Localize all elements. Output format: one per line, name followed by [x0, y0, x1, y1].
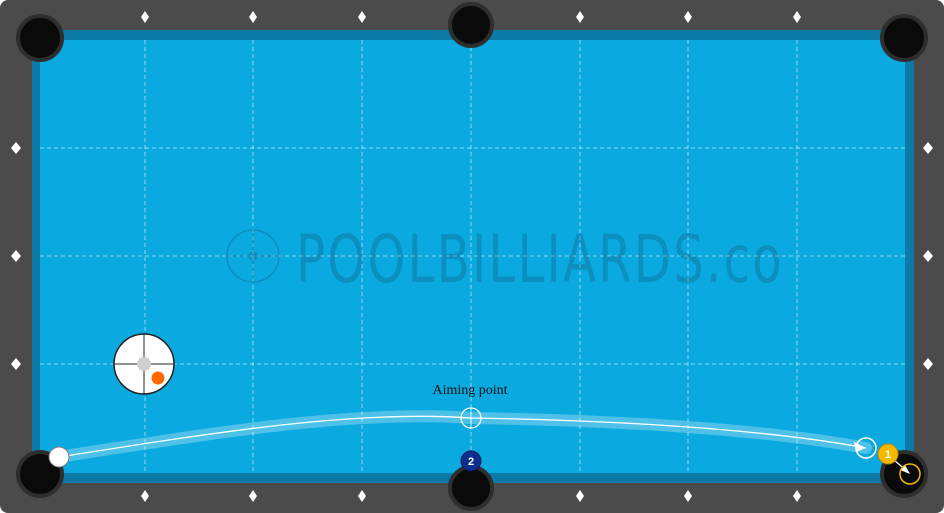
- ball-2-label: 2: [468, 456, 474, 468]
- diamond-icon: [11, 250, 21, 262]
- ball-1-pocketed-ghost: [899, 463, 921, 485]
- diamond-icon: [684, 11, 692, 23]
- watermark: POOLBILLIARDS.co: [225, 221, 784, 298]
- pocket-bottom-middle: [448, 465, 494, 511]
- pockets: [16, 2, 928, 511]
- cue-ball: [48, 446, 70, 468]
- diamond-icon: [793, 11, 801, 23]
- diamond-icon: [249, 490, 257, 502]
- diamond-icon: [793, 490, 801, 502]
- diamond-icon: [141, 11, 149, 23]
- ghost-ball: [855, 437, 877, 459]
- diamond-icon: [11, 358, 21, 370]
- diamond-icon: [923, 358, 933, 370]
- diamond-icon: [576, 490, 584, 502]
- arrow-head-icon: [900, 465, 910, 474]
- diamond-icon: [684, 490, 692, 502]
- ball-1-label: 1: [885, 449, 891, 461]
- pocket-top-right: [880, 14, 928, 62]
- aiming-point: Aiming point: [432, 383, 508, 429]
- ball-1: 1: [877, 443, 899, 465]
- aiming-point-label: Aiming point: [432, 383, 507, 398]
- diamond-icon: [249, 11, 257, 23]
- watermark-text: POOLBILLIARDS.co: [296, 221, 784, 298]
- cue-ball-english-icon: [113, 333, 175, 395]
- diamond-icon: [358, 11, 366, 23]
- pocket-top-left: [16, 14, 64, 62]
- diamond-icon: [576, 11, 584, 23]
- diamond-icon: [923, 250, 933, 262]
- diamond-icon: [358, 490, 366, 502]
- diamond-icon: [923, 142, 933, 154]
- cloth-surface: [40, 40, 905, 473]
- diamond-icon: [141, 490, 149, 502]
- ball-2: 2: [460, 450, 482, 472]
- diamond-icon: [11, 142, 21, 154]
- pocket-top-middle: [448, 2, 494, 48]
- cue-tip-hit-point: [151, 371, 165, 385]
- crosshair-target-icon: [225, 228, 281, 284]
- rail-diamonds: [11, 11, 933, 502]
- grid-lines: [40, 40, 905, 473]
